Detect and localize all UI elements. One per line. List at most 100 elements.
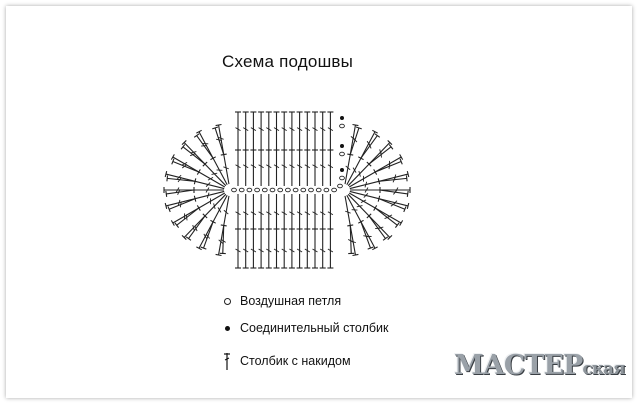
double-crochet-stitch: [349, 190, 380, 200]
stitch-slash: [266, 164, 272, 169]
stitch-slash: [312, 164, 318, 169]
slip-stitch: [340, 144, 344, 148]
double-crochet-stitch: [212, 157, 228, 185]
stitch-slash: [223, 209, 229, 215]
stitch-slash: [177, 177, 182, 183]
stitch-top-bar: [367, 246, 374, 250]
stitch-top-bar: [352, 123, 359, 127]
stitch-slash: [375, 227, 382, 230]
stitch-slash: [258, 164, 264, 169]
double-crochet-stitch: [222, 225, 225, 254]
double-crochet-stitch: [378, 198, 406, 210]
stitch-top-bar: [406, 190, 409, 197]
stitch-slash: [258, 248, 264, 253]
stitch-slash: [348, 239, 354, 243]
stitch-top-bar: [174, 222, 180, 228]
double-crochet-stitch: [368, 215, 386, 239]
chain-stitch-icon: [220, 291, 234, 311]
double-crochet-icon: [220, 351, 234, 371]
chain-stitch: [337, 183, 343, 189]
chain-stitch: [339, 151, 345, 157]
chain-stitch: [261, 187, 268, 193]
double-crochet-stitch: [198, 171, 226, 188]
chain-stitch: [285, 187, 291, 193]
stitch-slash: [175, 187, 180, 193]
stitch-top-bar: [166, 175, 169, 182]
stitch-slash: [273, 127, 280, 131]
stitch-slash: [206, 192, 210, 199]
stitch-slash: [273, 164, 280, 169]
stitch-slash: [296, 127, 303, 131]
stitch-slash: [352, 137, 358, 143]
stitch-slash: [181, 164, 188, 169]
legend-label-chain: Воздушная петля: [240, 294, 342, 308]
stitch-slash: [345, 210, 351, 214]
chain-stitch: [323, 187, 330, 193]
double-crochet-stitch: [183, 215, 206, 238]
double-crochet-stitch: [378, 173, 409, 182]
stitch-slash: [242, 127, 249, 131]
double-crochet-stitch: [198, 192, 226, 209]
stitch-top-bar: [387, 140, 393, 146]
stitch-slash: [281, 211, 287, 216]
stitch-slash: [289, 211, 295, 216]
stitch-slash: [177, 189, 181, 196]
stitch-slash: [207, 176, 214, 181]
stitch-slash: [211, 172, 218, 175]
stitch-slash: [289, 248, 295, 253]
double-crochet-stitch: [214, 127, 225, 155]
double-crochet-stitch: [346, 195, 362, 223]
double-crochet-stitch: [360, 131, 376, 159]
stitch-top-bar: [170, 220, 175, 226]
double-crochet-stitch: [182, 146, 206, 165]
double-crochet-stitch: [360, 135, 378, 159]
stitch-slash: [327, 164, 334, 169]
double-crochet-stitch: [379, 189, 408, 195]
chain-stitch: [315, 187, 322, 193]
slip-stitch-icon: [220, 318, 234, 338]
double-crochet-stitch: [223, 154, 230, 185]
stitch-slash: [185, 214, 188, 221]
stitch-slash: [217, 136, 224, 140]
stitch-top-bar: [352, 253, 359, 257]
stitch-slash: [304, 248, 311, 253]
double-crochet-stitch: [166, 189, 195, 195]
stitch-top-bar: [170, 154, 175, 160]
double-crochet-stitch: [212, 195, 228, 223]
slip-stitch: [340, 168, 344, 172]
double-crochet-stitch: [194, 190, 225, 200]
double-crochet-stitch: [374, 207, 398, 226]
stitch-slash: [304, 127, 311, 131]
stitch-slash: [250, 164, 257, 169]
legend-item-chain: Воздушная петля: [220, 291, 341, 311]
stitch-slash: [281, 248, 287, 253]
stitch-top-bar: [374, 133, 381, 138]
stitch-slash: [216, 138, 222, 141]
stitch-slash: [327, 211, 334, 216]
stitch-top-bar: [164, 202, 168, 210]
chain-stitch: [308, 187, 314, 193]
stitch-slash: [258, 127, 264, 131]
stitch-top-bar: [165, 190, 168, 197]
chain-stitch: [246, 187, 253, 193]
stitch-slash: [266, 127, 272, 131]
stitch-slash: [364, 187, 369, 193]
stitch-top-bar: [388, 144, 394, 150]
stitch-slash: [201, 145, 207, 147]
double-crochet-stitch: [203, 221, 214, 249]
stitch-top-bar: [215, 123, 222, 127]
stitch-top-bar: [382, 236, 389, 241]
stitch-slash: [273, 211, 280, 216]
legend-label-double-crochet: Столбик с накидом: [240, 354, 351, 368]
stitch-slash: [390, 202, 396, 207]
stitch-slash: [205, 187, 210, 193]
stitch-slash: [242, 164, 249, 169]
stitch-slash: [327, 127, 334, 131]
stitch-slash: [289, 127, 295, 131]
stitch-slash: [189, 153, 196, 157]
double-crochet-stitch: [348, 192, 376, 209]
double-crochet-stitch: [368, 146, 392, 165]
double-crochet-stitch: [360, 221, 371, 249]
slip-stitch: [340, 116, 344, 120]
stitch-slash: [364, 181, 368, 188]
